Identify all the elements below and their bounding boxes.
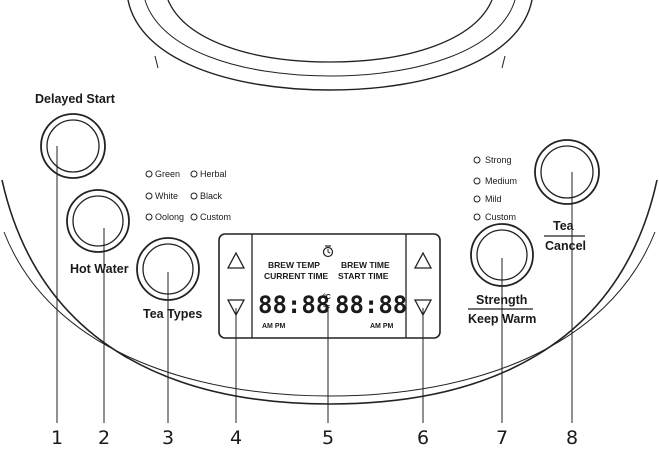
indicator-light [145,213,153,221]
strength-option-medium: Medium [473,176,517,186]
delayed-start-label: Delayed Start [35,92,116,106]
lcd-fahrenheit-unit: °F [323,304,331,312]
lcd-display: BREW TEMP BREW TIME CURRENT TIME START T… [218,233,441,339]
appliance-body-outline [1,179,658,405]
tea-type-option-oolong: Oolong [145,212,184,222]
left-down-arrow-button[interactable] [226,299,246,317]
strength-option-strong: Strong [473,155,512,165]
tea-type-option-label: Herbal [200,169,227,179]
kettle-base-inner-arc [167,0,493,63]
tea-label: Tea [553,219,575,233]
kettle-base-mid-arc [144,0,516,77]
lcd-celsius-unit: °C [323,293,331,301]
callout-number-1: 1 [51,427,63,449]
up-arrow-icon [226,251,246,269]
tea-types-label: Tea Types [143,307,202,321]
indicator-light [473,177,481,185]
callout-number-6: 6 [417,427,429,449]
callout-number-5: 5 [322,427,334,449]
lcd-start-time-label: START TIME [338,271,389,281]
indicator-light [145,192,153,200]
callout-number-3: 3 [162,427,174,449]
strength-option-label: Custom [485,212,516,222]
up-arrow-icon [413,251,433,269]
kettle-base-outer-arc [127,0,533,91]
indicator-light [145,170,153,178]
callout-number-2: 2 [98,427,110,449]
hot-water-button[interactable] [66,189,130,253]
lcd-left-digits: 88:88 [258,291,330,319]
appliance-body-inner-outline [3,231,656,397]
callout-number-7: 7 [496,427,508,449]
kettle-notch-left [154,55,159,69]
tea-type-option-label: White [155,191,178,201]
indicator-light [190,170,198,178]
tea-type-option-black: Black [190,191,223,201]
lcd-outer-frame [218,233,441,339]
strength-options: Strong Medium Mild Custom [473,155,517,222]
indicator-light [190,213,198,221]
tea-type-option-white: White [145,191,178,201]
right-up-arrow-button[interactable] [413,251,433,269]
lcd-am-pm-right: AM PM [370,323,394,330]
lcd-brew-time-label: BREW TIME [341,260,390,270]
timer-clock-icon [322,245,334,258]
lcd-brew-temp-label: BREW TEMP [268,260,320,270]
down-arrow-icon [413,299,433,317]
tea-type-option-label: Custom [200,212,231,222]
strength-option-label: Strong [485,155,512,165]
strength-option-label: Medium [485,176,517,186]
hot-water-label: Hot Water [70,262,129,276]
indicator-light [473,195,481,203]
delayed-start-button[interactable] [40,113,106,179]
strength-option-label: Mild [485,194,502,204]
tea-type-option-green: Green [145,169,180,179]
indicator-light [190,192,198,200]
lcd-current-time-label: CURRENT TIME [264,271,329,281]
indicator-light [473,156,481,164]
lcd-right-digits: 88:88 [335,291,407,319]
left-up-arrow-button[interactable] [226,251,246,269]
tea-type-option-label: Green [155,169,180,179]
strength-option-custom: Custom [473,212,516,222]
tea-cancel-button[interactable] [534,139,600,205]
kettle-notch-right [501,55,506,69]
strength-option-mild: Mild [473,194,502,204]
callout-number-4: 4 [230,427,242,449]
lcd-am-pm-left: AM PM [262,323,286,330]
tea-type-options: Green Herbal White Black Oolong Custom [145,169,231,222]
indicator-light [473,213,481,221]
cancel-label: Cancel [545,239,586,253]
tea-type-option-herbal: Herbal [190,169,227,179]
callout-leader-lines [56,146,573,423]
tea-type-option-custom: Custom [190,212,231,222]
tea-type-option-label: Oolong [155,212,184,222]
callout-number-8: 8 [566,427,578,449]
right-down-arrow-button[interactable] [413,299,433,317]
down-arrow-icon [226,299,246,317]
callout-numbers: 1 2 3 4 5 6 7 8 [51,427,578,449]
tea-type-option-label: Black [200,191,223,201]
